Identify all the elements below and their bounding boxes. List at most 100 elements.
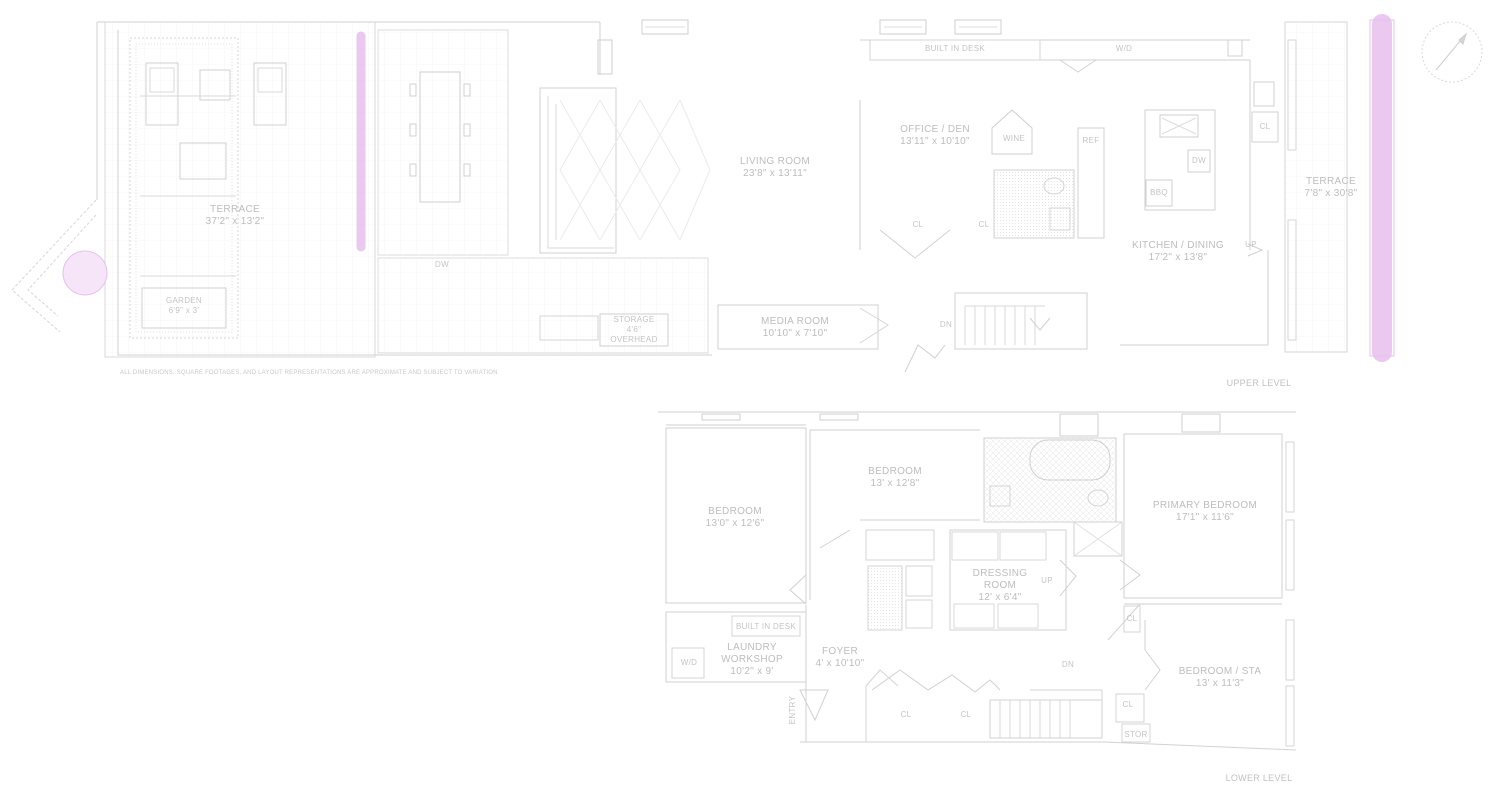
built-in-desk-lower: BUILT IN DESK [735, 622, 797, 631]
lounge-chair [145, 62, 179, 126]
bedroom-sta-dims: 13' x 11'3" [1195, 678, 1245, 689]
office-wall [859, 39, 1250, 259]
kitchen-dims: 17'2" x 13'8" [1148, 252, 1208, 263]
living-room-wall [539, 87, 617, 254]
laundry-line2: WORKSHOP [721, 654, 783, 665]
foyer-label: FOYER 4' x 10'10" [808, 646, 872, 670]
bedroom-mid-name: BEDROOM [868, 466, 922, 477]
bedroom-mid-dims: 13' x 12'8" [870, 478, 920, 489]
upper-outer-wall [96, 21, 712, 356]
media-room-wall [717, 304, 879, 350]
dressing-name: DRESSING [972, 568, 1028, 579]
terrace-left-label: TERRACE 37'2" x 13'2" [190, 204, 280, 228]
armchair [179, 142, 227, 180]
compass [1421, 21, 1483, 83]
entry-label: ENTRY [788, 695, 797, 725]
laundry-label: LAUNDRY WORKSHOP 10'2" x 9' [710, 642, 794, 678]
media-room-name: MEDIA ROOM [760, 316, 829, 327]
wine-label: WINE [1002, 134, 1026, 143]
storage-label: STORAGE 4'6" OVERHEAD [600, 315, 668, 345]
lower-level [658, 411, 1297, 751]
foyer-name: FOYER [822, 646, 858, 657]
office-cl2: CL [978, 220, 990, 229]
primary-label: PRIMARY BEDROOM 17'1" x 11'6" [1140, 500, 1270, 524]
bedroom-sta-name: BEDROOM / STA [1178, 666, 1262, 677]
lower-stair [989, 699, 1103, 739]
lower-cl2: CL [960, 710, 972, 719]
upper-stair [954, 292, 1088, 350]
dressing-dims: 12' x 6'4" [978, 592, 1022, 603]
terrace-right-name: TERRACE [1306, 176, 1356, 187]
planter-band [129, 37, 239, 339]
dn-lower: DN [1061, 660, 1075, 669]
side-table [199, 69, 231, 101]
lower-top-wall [658, 411, 1296, 431]
entry-angle [11, 199, 97, 333]
garden-dims: 6'9" x 3' [168, 306, 200, 315]
storage-line3: OVERHEAD [610, 335, 658, 344]
office-fireplace [991, 109, 1033, 155]
terrace-right-label: TERRACE 7'8" x 30'8" [1296, 176, 1366, 200]
primary-name: PRIMARY BEDROOM [1152, 500, 1258, 511]
dining-table [419, 71, 461, 203]
living-room-label: LIVING ROOM 23'8" x 13'11" [725, 156, 825, 180]
media-room-dims: 10'10" x 7'10" [762, 328, 828, 339]
lower-level-title: LOWER LEVEL [1225, 773, 1293, 783]
office-dims: 13'11" x 10'10" [900, 136, 970, 147]
planter-circle [62, 250, 108, 296]
dressing-line2: ROOM [983, 580, 1017, 591]
upper-level-title: UPPER LEVEL [1226, 378, 1292, 388]
kitchen-bbq: BBQ [1150, 188, 1168, 197]
media-room-label: MEDIA ROOM 10'10" x 7'10" [745, 316, 845, 340]
disclaimer: ALL DIMENSIONS, SQUARE FOOTAGES, AND LAY… [120, 370, 498, 376]
primary-dims: 17'1" x 11'6" [1175, 512, 1234, 523]
terrace-left-name: TERRACE [210, 204, 260, 215]
shower-dots [867, 565, 903, 631]
dw-label: DW [435, 260, 449, 269]
built-in-desk-upper: BUILT IN DESK [924, 44, 986, 53]
bathtub [1029, 439, 1111, 481]
terrace-left-dims: 37'2" x 13'2" [205, 216, 265, 227]
wd-upper: W/D [1115, 44, 1133, 53]
terrace-right-deck [1284, 21, 1348, 353]
dressing-label: DRESSING ROOM 12' x 6'4" [964, 568, 1036, 604]
bedroom-mid-label: BEDROOM 13' x 12'8" [850, 466, 940, 490]
garden-label: GARDEN 6'9" x 3' [150, 296, 218, 316]
living-sofa [547, 96, 614, 249]
lower-cl3: CL [1126, 614, 1138, 623]
office-label: OFFICE / DEN 13'11" x 10'10" [885, 124, 985, 148]
stor-label: STOR [1124, 730, 1148, 739]
garden-name: GARDEN [165, 296, 203, 305]
kitchen-dw: DW [1192, 156, 1206, 165]
storage-line2: 4'6" [626, 325, 642, 334]
kitchen-label: KITCHEN / DINING 17'2" x 13'8" [1118, 240, 1238, 264]
lower-cl4: CL [1122, 700, 1134, 709]
bath-area [993, 169, 1075, 239]
up-lower: UP [1041, 576, 1053, 585]
dressing-room [949, 529, 1067, 631]
bedroom-left-dims: 13'0" x 12'6" [705, 518, 765, 529]
storage-name: STORAGE [613, 315, 655, 324]
living-room-name: LIVING ROOM [740, 156, 810, 167]
foyer-dims: 4' x 10'10" [815, 658, 865, 669]
kitchen-name: KITCHEN / DINING [1131, 240, 1225, 251]
storage-box [599, 313, 669, 347]
laundry-dims: 10'2" x 9' [730, 666, 774, 677]
ref-label: REF [1082, 136, 1100, 145]
garden-box [141, 287, 227, 329]
living-rug-pattern [559, 99, 711, 241]
deck-lower [377, 257, 709, 354]
shower [1073, 521, 1123, 557]
living-room-dims: 23'8" x 13'11" [743, 168, 807, 179]
kitchen-cl: CL [1259, 122, 1271, 131]
office-name: OFFICE / DEN [900, 124, 970, 135]
bedroom-sta-label: BEDROOM / STA 13' x 11'3" [1160, 666, 1280, 690]
lower-cl1: CL [900, 710, 912, 719]
upper-up-label: UP [1245, 240, 1257, 249]
wd-lower: W/D [680, 658, 698, 667]
cooktop [1159, 114, 1199, 138]
terrace-right-dims: 7'8" x 30'8" [1304, 188, 1358, 199]
kitchen-island [1144, 109, 1216, 211]
office-cl1: CL [912, 220, 924, 229]
